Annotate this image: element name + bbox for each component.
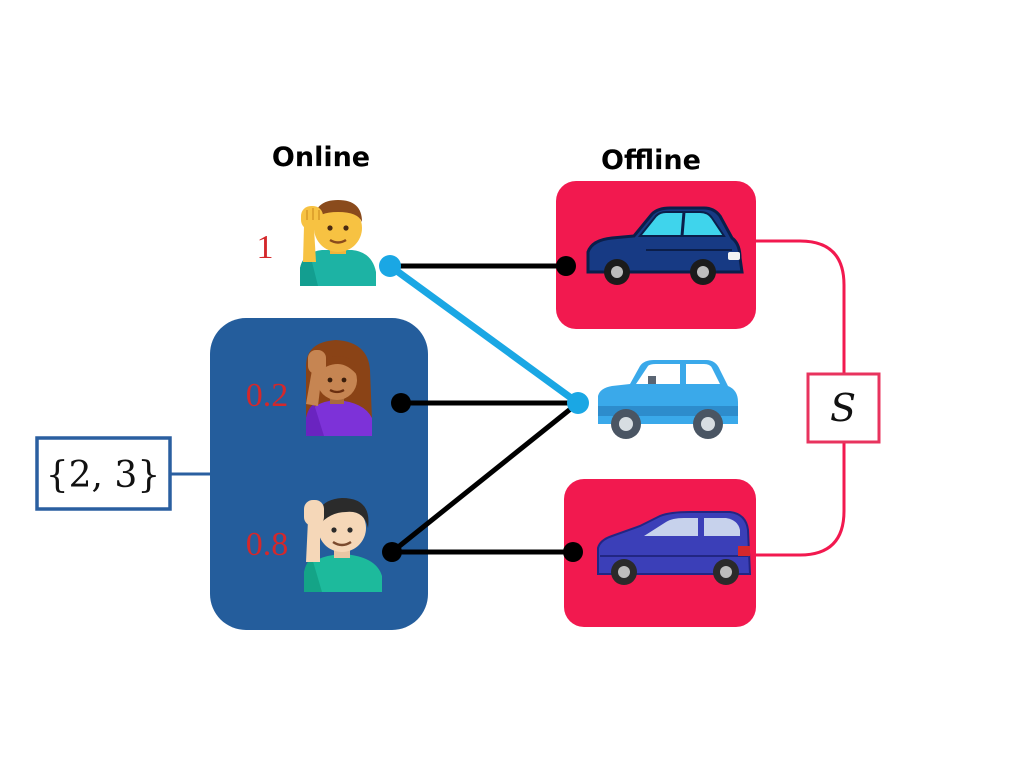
endpoint-dot: [556, 256, 576, 276]
online-weight-3: 0.8: [246, 526, 289, 563]
online-group-box: [210, 318, 428, 630]
purple-minivan-icon: [597, 511, 752, 585]
online-header: Online: [272, 142, 370, 173]
light-blue-car-icon: [598, 360, 738, 439]
endpoint-dot: [379, 255, 401, 277]
set-bracket-top: [756, 239, 846, 374]
set-label-box: [806, 372, 881, 444]
group-label: {2, 3}: [46, 455, 161, 496]
man-raising-hand-icon: [300, 200, 376, 286]
offline-header: Offline: [601, 145, 701, 176]
set-label: S: [830, 386, 856, 430]
endpoint-dot: [391, 393, 411, 413]
boy-raising-hand-icon: [304, 498, 382, 592]
edge-3-2: [390, 401, 580, 554]
matched-edge-1-2: [387, 263, 581, 406]
online-weight-2: 0.2: [246, 377, 289, 414]
set-bracket-bottom: [756, 442, 846, 557]
woman-raising-hand-icon: [306, 340, 372, 436]
group-label-box: [35, 436, 172, 511]
endpoint-dot: [382, 542, 402, 562]
endpoint-dot: [563, 542, 583, 562]
endpoint-dot: [567, 392, 589, 414]
dark-blue-sedan-icon: [586, 206, 744, 285]
online-weight-1: 1: [257, 229, 274, 266]
